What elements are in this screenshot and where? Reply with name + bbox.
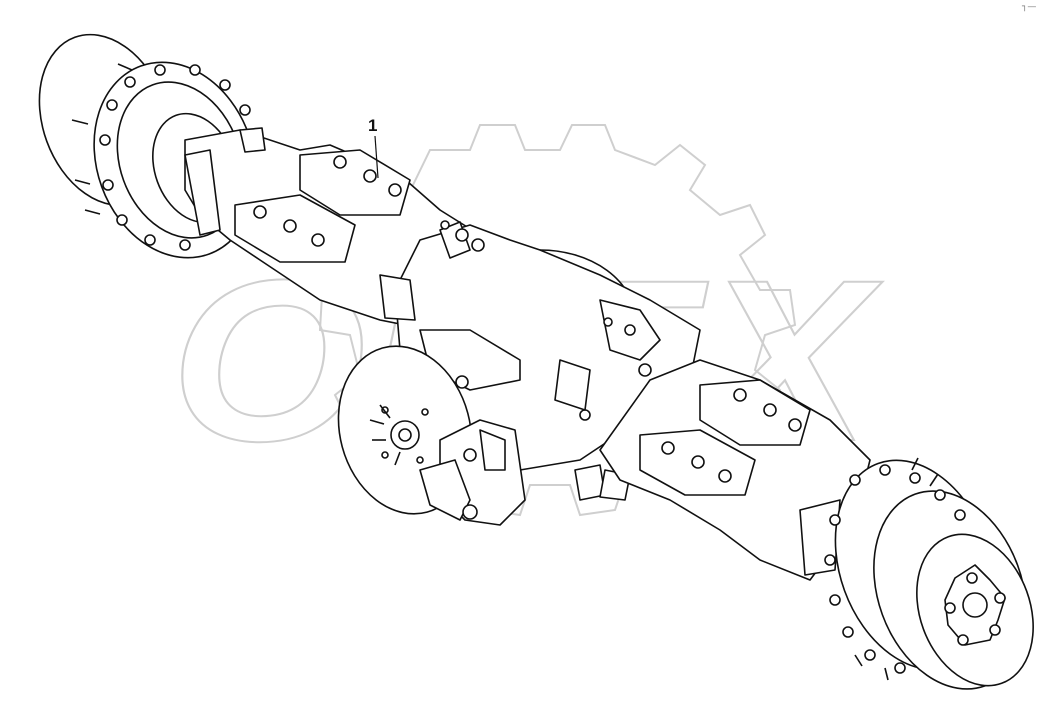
brake-caliper (419, 419, 526, 526)
differential-housing (379, 220, 701, 501)
right-wheel-hub (824, 457, 1034, 690)
right-spring-pad (699, 379, 811, 446)
right-hub-bolts (824, 464, 966, 674)
left-spring-pad (299, 149, 411, 216)
axle-assembly (38, 33, 1034, 690)
callout-leader-line (374, 135, 379, 179)
callout-number-1: 1 (368, 116, 378, 135)
corner-mark: ┐— (1022, 2, 1037, 12)
